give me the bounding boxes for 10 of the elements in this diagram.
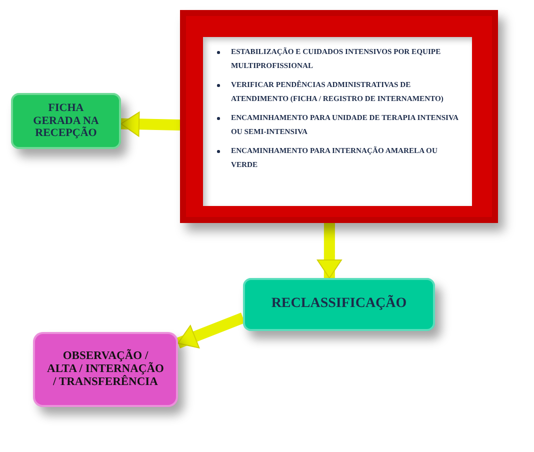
frame-panel	[180, 10, 498, 223]
block-arrow	[176, 312, 246, 348]
block-arrow	[120, 112, 180, 137]
block-arrow	[316, 223, 342, 278]
box-label: FICHA GERADA NA RECEPÇÃO	[32, 102, 100, 140]
process-box	[11, 93, 121, 149]
box-label: OBSERVAÇÃO / ALTA / INTERNAÇÃO / TRANSFERÊNCIA	[47, 350, 164, 390]
process-box	[243, 278, 435, 331]
process-box	[33, 332, 178, 407]
box-label: RECLASSIFICAÇÃO	[271, 296, 407, 313]
